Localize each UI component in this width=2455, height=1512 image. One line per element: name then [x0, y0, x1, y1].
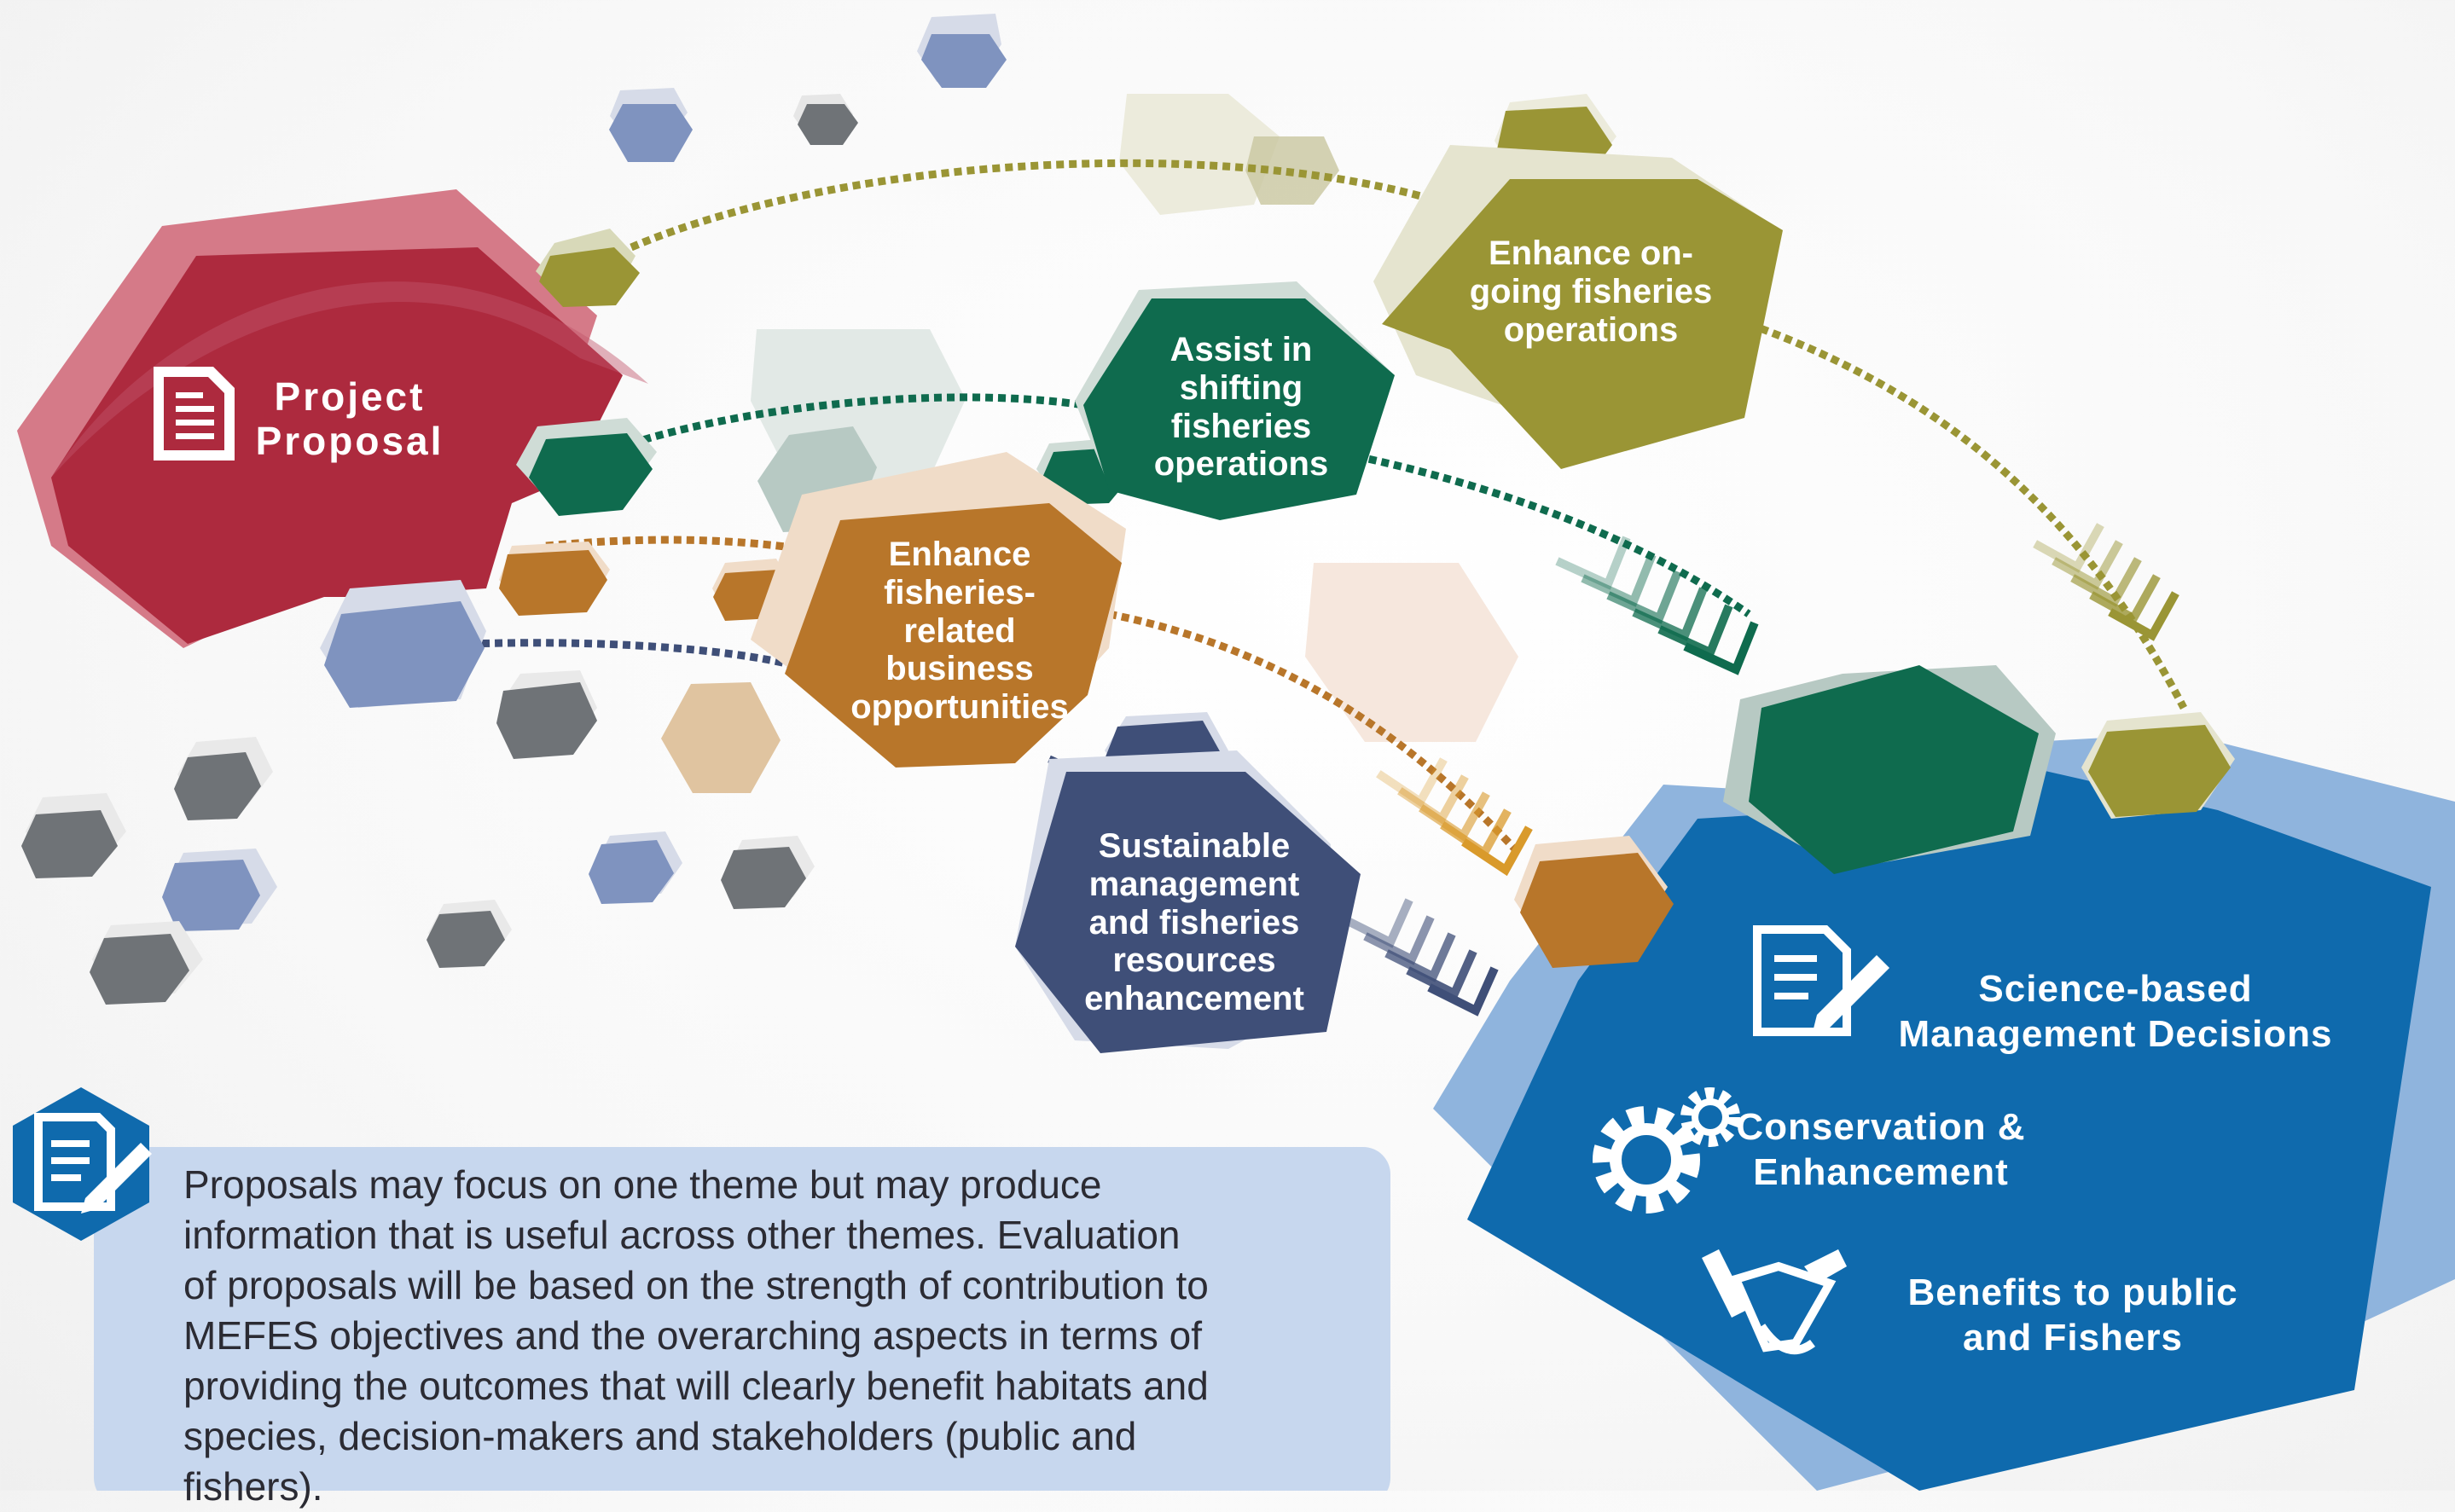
- chevrons-olive: [2033, 523, 2179, 641]
- pen-document-icon: [1753, 925, 1889, 1036]
- project-proposal-hexagon: [17, 189, 648, 648]
- connector-orange: [545, 536, 811, 554]
- chevron-arrows: [1342, 523, 2179, 1017]
- chevrons-navy: [1342, 898, 1499, 1017]
- theme-shifting-label: Assist in shifting fisheries operations: [1153, 331, 1329, 484]
- outcome-conservation-label: Conservation & Enhancement: [1736, 1106, 2026, 1193]
- document-icon: [154, 367, 235, 461]
- theme-ongoing-label: Enhance on- going fisheries operations: [1469, 235, 1713, 349]
- chevrons-green: [1555, 536, 1759, 675]
- outcome-benefits-label: Benefits to public and Fishers: [1907, 1272, 2238, 1358]
- connector-olive: [630, 159, 1452, 252]
- connector-olive-to-outcome: [1747, 320, 2187, 710]
- connector-orange-to-outcome: [1108, 610, 1522, 856]
- gear-icon: [1593, 1087, 1740, 1214]
- theme-shifting-hexagon: [1075, 281, 1395, 520]
- handshake-icon: [1702, 1249, 1847, 1355]
- note-box: [94, 1147, 1390, 1491]
- chevrons-orange: [1376, 757, 1533, 877]
- outcome-hexagon: [1433, 665, 2455, 1491]
- theme-sustainable-hexagon: [1015, 750, 1361, 1053]
- theme-ongoing-hexagon: [1373, 145, 1783, 469]
- note-text: Proposals may focus on one theme but may…: [183, 1162, 1209, 1509]
- theme-business-label: Enhance fisheries- related business oppo…: [850, 536, 1069, 727]
- theme-sustainable-label: Sustainable management and fisheries res…: [1084, 827, 1304, 1018]
- outcome-science-label: Science-based Management Decisions: [1898, 968, 2333, 1055]
- decorative-hexagons: [21, 14, 1518, 1005]
- project-proposal-label: Project Proposal: [255, 374, 444, 463]
- theme-business-hexagon: [751, 452, 1126, 768]
- connector-green: [630, 393, 1110, 448]
- note-pen-icon: [13, 1087, 152, 1241]
- connector-navy: [468, 639, 795, 669]
